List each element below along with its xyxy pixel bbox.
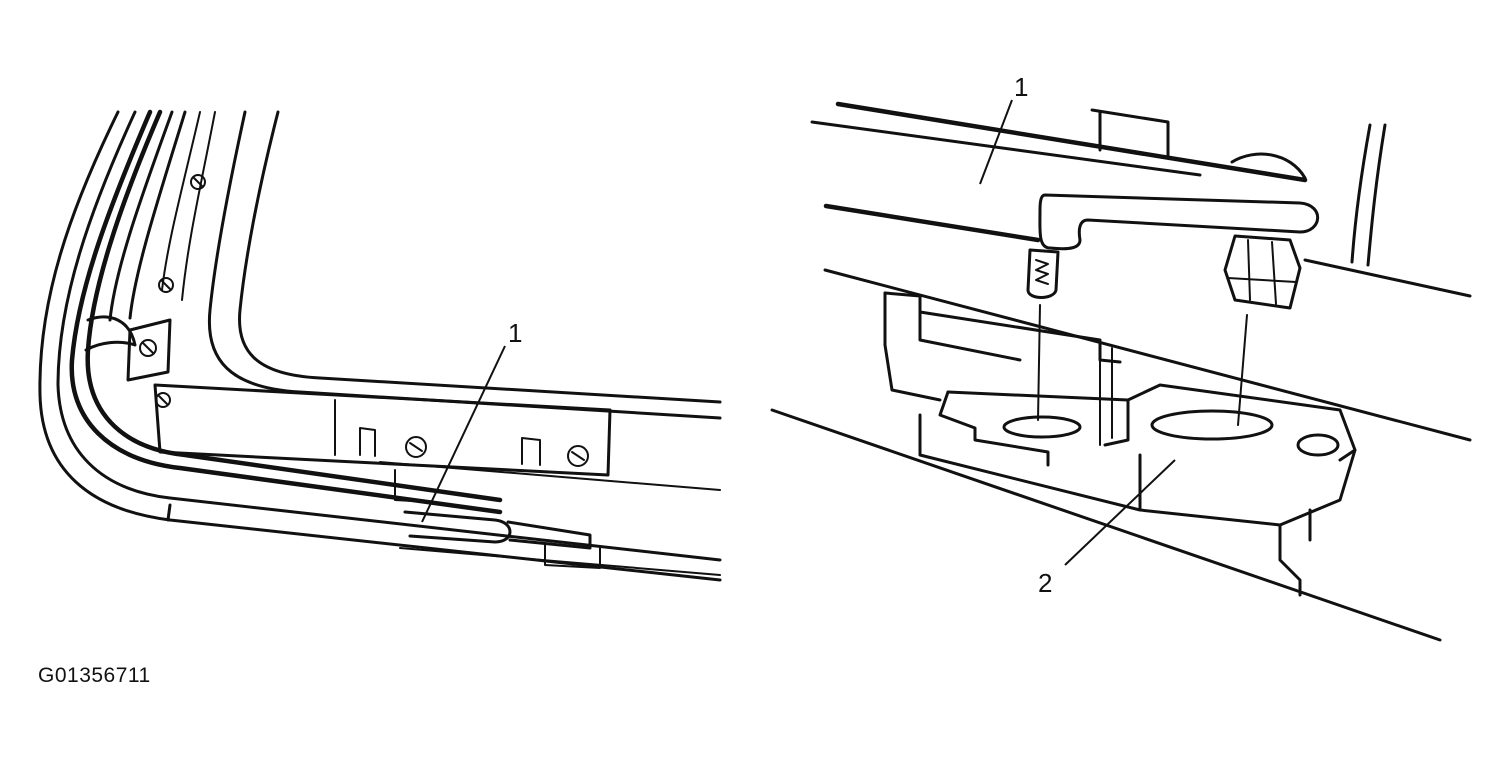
- figure-id: G01356711: [38, 664, 151, 687]
- sunshade-panel-upper-line: [810, 120, 1202, 177]
- callout-1-left: 1: [508, 318, 522, 348]
- track-clip: [506, 520, 592, 550]
- frame-rail-2: [128, 110, 187, 320]
- mounting-base-face: [883, 291, 942, 402]
- slot-block-top: [946, 383, 1357, 462]
- callout-2-right: 2: [1038, 568, 1052, 598]
- prong-left-serration: [1035, 259, 1049, 285]
- roof-panel-outer-edge: [38, 110, 722, 582]
- slot-block-left-face: [938, 390, 1050, 467]
- mounting-slot-small: [1296, 433, 1340, 457]
- sunshade-panel-top-edge: [835, 101, 1308, 183]
- slot-block-riser: [1103, 398, 1130, 447]
- insertion-line-left: [1037, 304, 1041, 421]
- sunshade-panel-lower-edge: [823, 203, 1041, 243]
- right-view: 1 2: [770, 72, 1472, 642]
- opening-inner-edge: [207, 110, 722, 420]
- corner-guide-block: [126, 318, 172, 382]
- retainer-prong-left: [1026, 248, 1060, 299]
- insertion-line-right: [1237, 314, 1248, 426]
- header-lower-lip: [379, 461, 721, 491]
- callout-2-leader: [1064, 459, 1176, 566]
- sunshade-track-inner: [85, 109, 503, 503]
- roof-bottom-line: [399, 547, 721, 576]
- screw-icon: [567, 445, 589, 467]
- frame-rail: [108, 110, 174, 322]
- prong-right-detail: [1227, 239, 1297, 305]
- roof-surface-line: [823, 268, 1472, 442]
- side-trim-curve: [1350, 123, 1372, 264]
- callout-1-leader: [421, 345, 506, 523]
- header-lower-lip-2: [394, 469, 431, 503]
- side-trim-curve-2: [1366, 123, 1387, 267]
- mounting-base-step: [918, 310, 1022, 362]
- screw-icon: [139, 339, 157, 357]
- header-plate-slot-1: [359, 427, 376, 457]
- roof-panel-edge-2: [56, 110, 722, 562]
- retainer-handle: [1038, 193, 1320, 251]
- sunshade-track-end: [403, 510, 512, 544]
- front-header-plate: [153, 383, 612, 477]
- rotation-arc: [1230, 152, 1307, 180]
- retainer-prong-right: [1223, 234, 1302, 310]
- mounting-base-back: [883, 291, 1122, 364]
- slot-block-base: [1278, 523, 1302, 597]
- track-clip-tab: [544, 544, 601, 569]
- mounting-slot-left: [1002, 415, 1082, 439]
- slot-block-inner: [1099, 347, 1113, 446]
- screw-icon: [155, 392, 171, 408]
- frame-rail-3: [161, 111, 201, 291]
- frame-rail-4: [181, 111, 216, 301]
- left-view: 1: [38, 109, 722, 582]
- opening-inner-edge-2: [237, 110, 722, 404]
- callout-1-right: 1: [1014, 72, 1028, 102]
- header-plate-slot-2: [521, 437, 541, 466]
- slot-block-front: [918, 413, 1357, 527]
- roof-back-line: [1303, 258, 1472, 298]
- screw-icon: [158, 277, 174, 293]
- callout-1-right-leader: [979, 99, 1013, 185]
- track-bend-cap: [84, 315, 137, 352]
- roof-bottom-edge: [166, 503, 172, 522]
- mounting-slot-right: [1150, 409, 1274, 441]
- background-bracket: [1090, 108, 1170, 160]
- sunshade-track-outer: [69, 109, 503, 515]
- screw-icon: [405, 436, 427, 458]
- screw-icon: [190, 174, 206, 190]
